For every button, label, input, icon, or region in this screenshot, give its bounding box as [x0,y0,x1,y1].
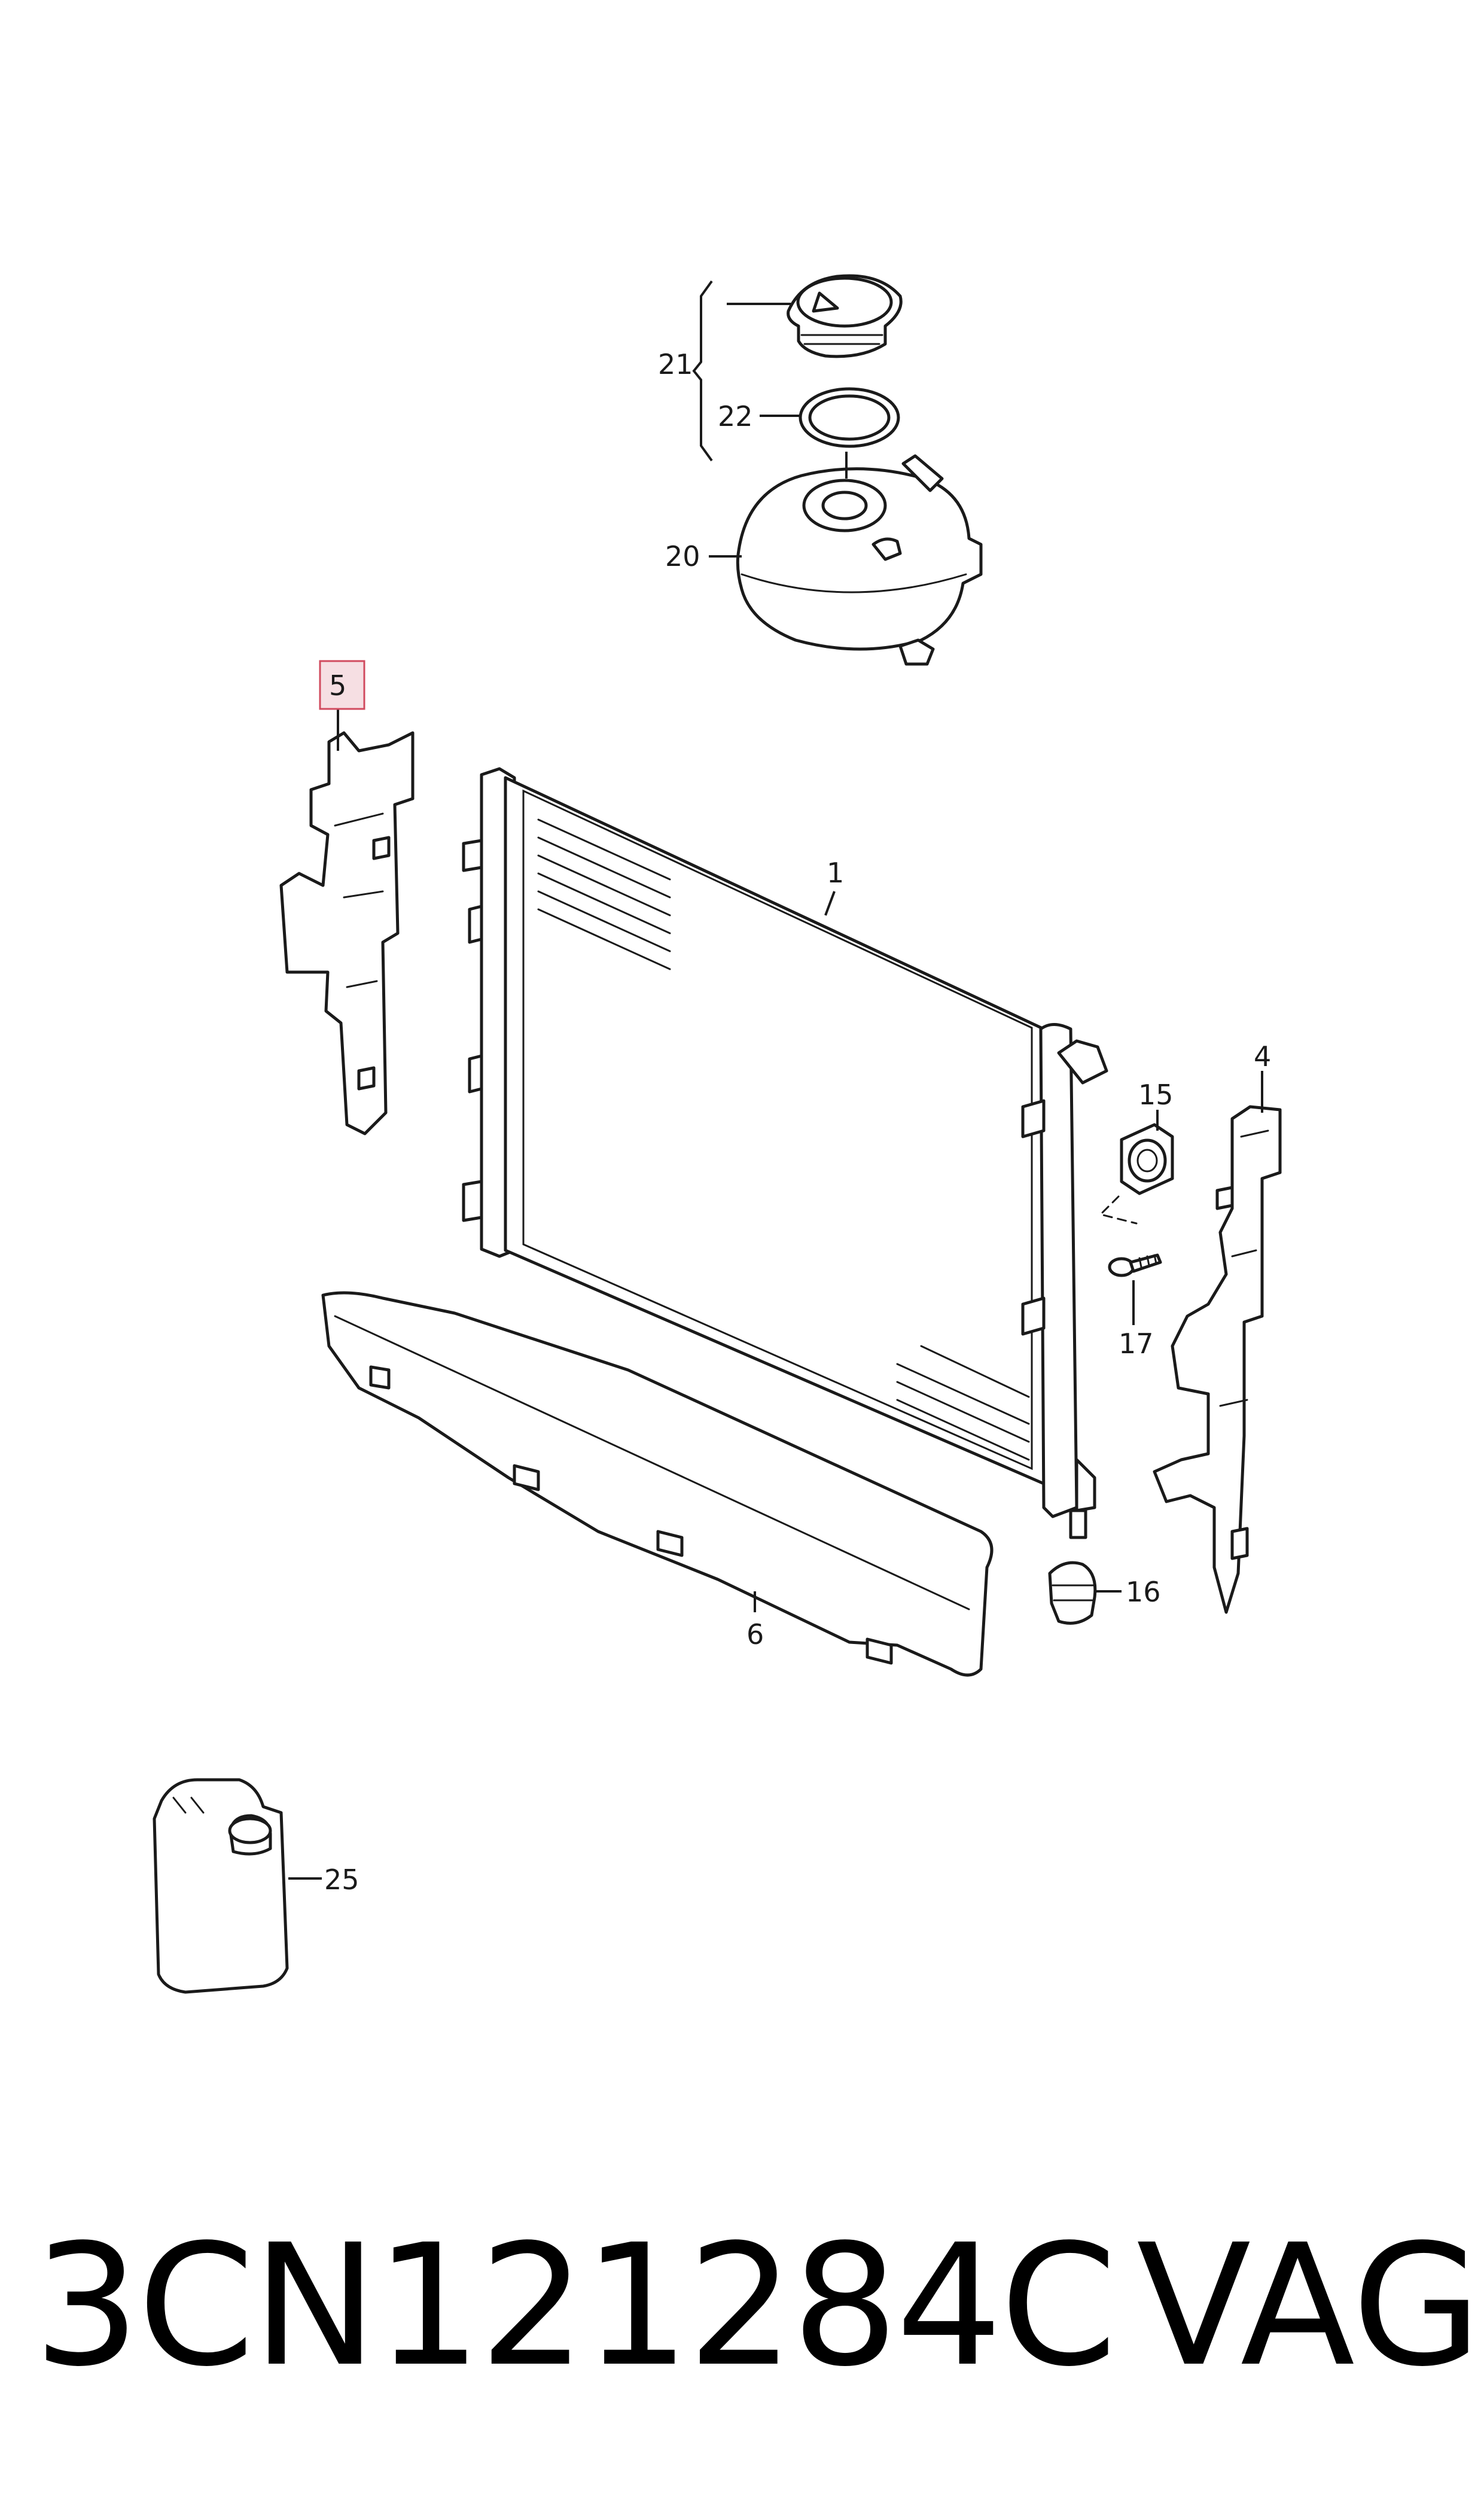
callout-22: 22 [718,400,753,433]
lower-air-guide [321,1291,994,1677]
callout-6: 6 [746,1618,764,1651]
callout-1: 1 [827,857,844,889]
screw [1108,1253,1162,1277]
grommet [1048,1561,1097,1625]
callout-5: 5 [329,669,346,702]
highlight-box [319,660,365,710]
parts-diagram: 5 21 22 20 1 4 15 17 16 6 25 [153,274,1282,1994]
o-ring-seal [799,387,900,448]
callout-16: 16 [1126,1576,1161,1608]
callout-15: 15 [1138,1079,1174,1111]
coolant-cap [787,274,903,358]
callout-labels: 5 21 22 20 1 4 15 17 16 6 25 [319,348,1271,1896]
footer: 3CN121284C VAG [0,2208,1484,2405]
right-air-guide [1153,1105,1282,1614]
callout-17: 17 [1119,1327,1154,1360]
coolant-container [153,1778,289,1994]
radiator [462,767,1108,1539]
callout-20: 20 [665,540,700,573]
expansion-tank [736,454,983,666]
callout-21: 21 [658,348,693,380]
leader-lines [288,280,1263,1880]
part-number: 3CN121284C [33,2209,1117,2404]
brand-name: VAG [1136,2209,1482,2404]
left-air-guide [279,731,415,1135]
rubber-mount [1099,1123,1174,1225]
callout-4: 4 [1254,1040,1271,1073]
callout-25: 25 [324,1864,359,1896]
